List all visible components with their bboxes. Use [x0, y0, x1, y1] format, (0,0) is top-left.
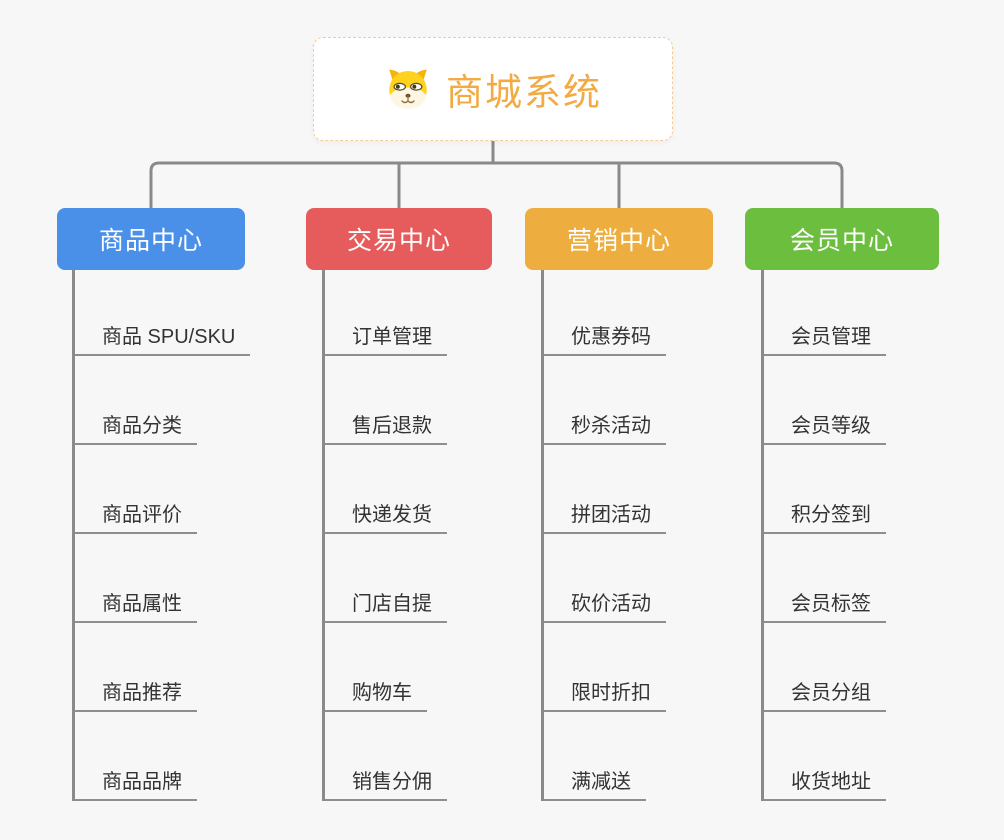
leaf-node[interactable]: 会员等级	[764, 401, 886, 445]
dog-icon	[389, 69, 427, 109]
leaf-node[interactable]: 砍价活动	[544, 579, 666, 623]
leaf-node[interactable]: 门店自提	[325, 579, 447, 623]
leaf-node[interactable]: 商品属性	[75, 579, 197, 623]
leaf-node[interactable]: 满减送	[544, 757, 646, 801]
branch-node-marketing-center[interactable]: 营销中心	[525, 208, 713, 270]
leaf-node[interactable]: 会员管理	[764, 312, 886, 356]
leaf-node[interactable]: 秒杀活动	[544, 401, 666, 445]
branch-node-member-center[interactable]: 会员中心	[745, 208, 939, 270]
leaf-node[interactable]: 商品推荐	[75, 668, 197, 712]
root-node[interactable]: 商城系统	[313, 37, 673, 141]
leaf-node[interactable]: 拼团活动	[544, 490, 666, 534]
branch-column-member: 会员管理 会员等级 积分签到 会员标签 会员分组 收货地址	[761, 270, 991, 801]
leaf-node[interactable]: 商品品牌	[75, 757, 197, 801]
leaf-node[interactable]: 购物车	[325, 668, 427, 712]
leaf-node[interactable]: 积分签到	[764, 490, 886, 534]
leaf-node[interactable]: 售后退款	[325, 401, 447, 445]
leaf-node[interactable]: 收货地址	[764, 757, 886, 801]
branch-column-product: 商品 SPU/SKU 商品分类 商品评价 商品属性 商品推荐 商品品牌	[72, 270, 302, 801]
leaf-node[interactable]: 商品分类	[75, 401, 197, 445]
root-node-label: 商城系统	[446, 72, 602, 113]
leaf-node[interactable]: 会员分组	[764, 668, 886, 712]
leaf-node[interactable]: 限时折扣	[544, 668, 666, 712]
leaf-node[interactable]: 销售分佣	[325, 757, 447, 801]
branch-node-product-center[interactable]: 商品中心	[57, 208, 245, 270]
leaf-node[interactable]: 商品 SPU/SKU	[75, 312, 251, 356]
branch-column-marketing: 优惠券码 秒杀活动 拼团活动 砍价活动 限时折扣 满减送	[541, 270, 771, 801]
leaf-node[interactable]: 商品评价	[75, 490, 197, 534]
branch-column-trade: 订单管理 售后退款 快递发货 门店自提 购物车 销售分佣	[322, 270, 552, 801]
leaf-node[interactable]: 订单管理	[325, 312, 447, 356]
leaf-node[interactable]: 会员标签	[764, 579, 886, 623]
leaf-node[interactable]: 优惠券码	[544, 312, 666, 356]
leaf-node[interactable]: 快递发货	[325, 490, 447, 534]
branch-node-trade-center[interactable]: 交易中心	[306, 208, 492, 270]
